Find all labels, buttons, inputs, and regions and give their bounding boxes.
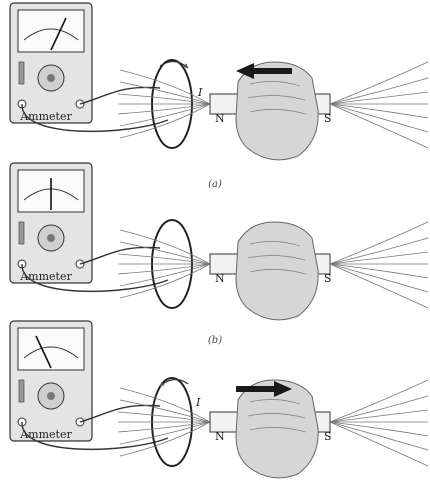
pole-s: S <box>324 272 332 285</box>
ammeter-knob-center <box>47 74 55 82</box>
pole-s: S <box>324 430 332 443</box>
ammeter-slot <box>19 222 24 244</box>
pole-s: S <box>324 112 332 125</box>
field-lines-right <box>330 222 428 308</box>
ammeter-slot <box>19 62 24 84</box>
ammeter-knob-center <box>47 234 55 242</box>
current-label: I <box>195 396 201 409</box>
ammeter-slot <box>19 380 24 402</box>
field-lines-right <box>330 62 428 148</box>
field-lines-right <box>330 380 428 466</box>
pole-n: N <box>215 430 225 443</box>
panel-a-caption: (a) <box>0 179 430 190</box>
hand <box>236 62 318 160</box>
ammeter-knob-center <box>47 392 55 400</box>
panel-b-caption: (b) <box>0 335 430 346</box>
hand <box>236 222 318 320</box>
pole-n: N <box>215 272 225 285</box>
current-label: I <box>197 86 203 99</box>
pole-n: N <box>215 112 225 125</box>
panel-a: Ammeter I N S <box>10 3 428 160</box>
ammeter-dial <box>18 10 84 52</box>
